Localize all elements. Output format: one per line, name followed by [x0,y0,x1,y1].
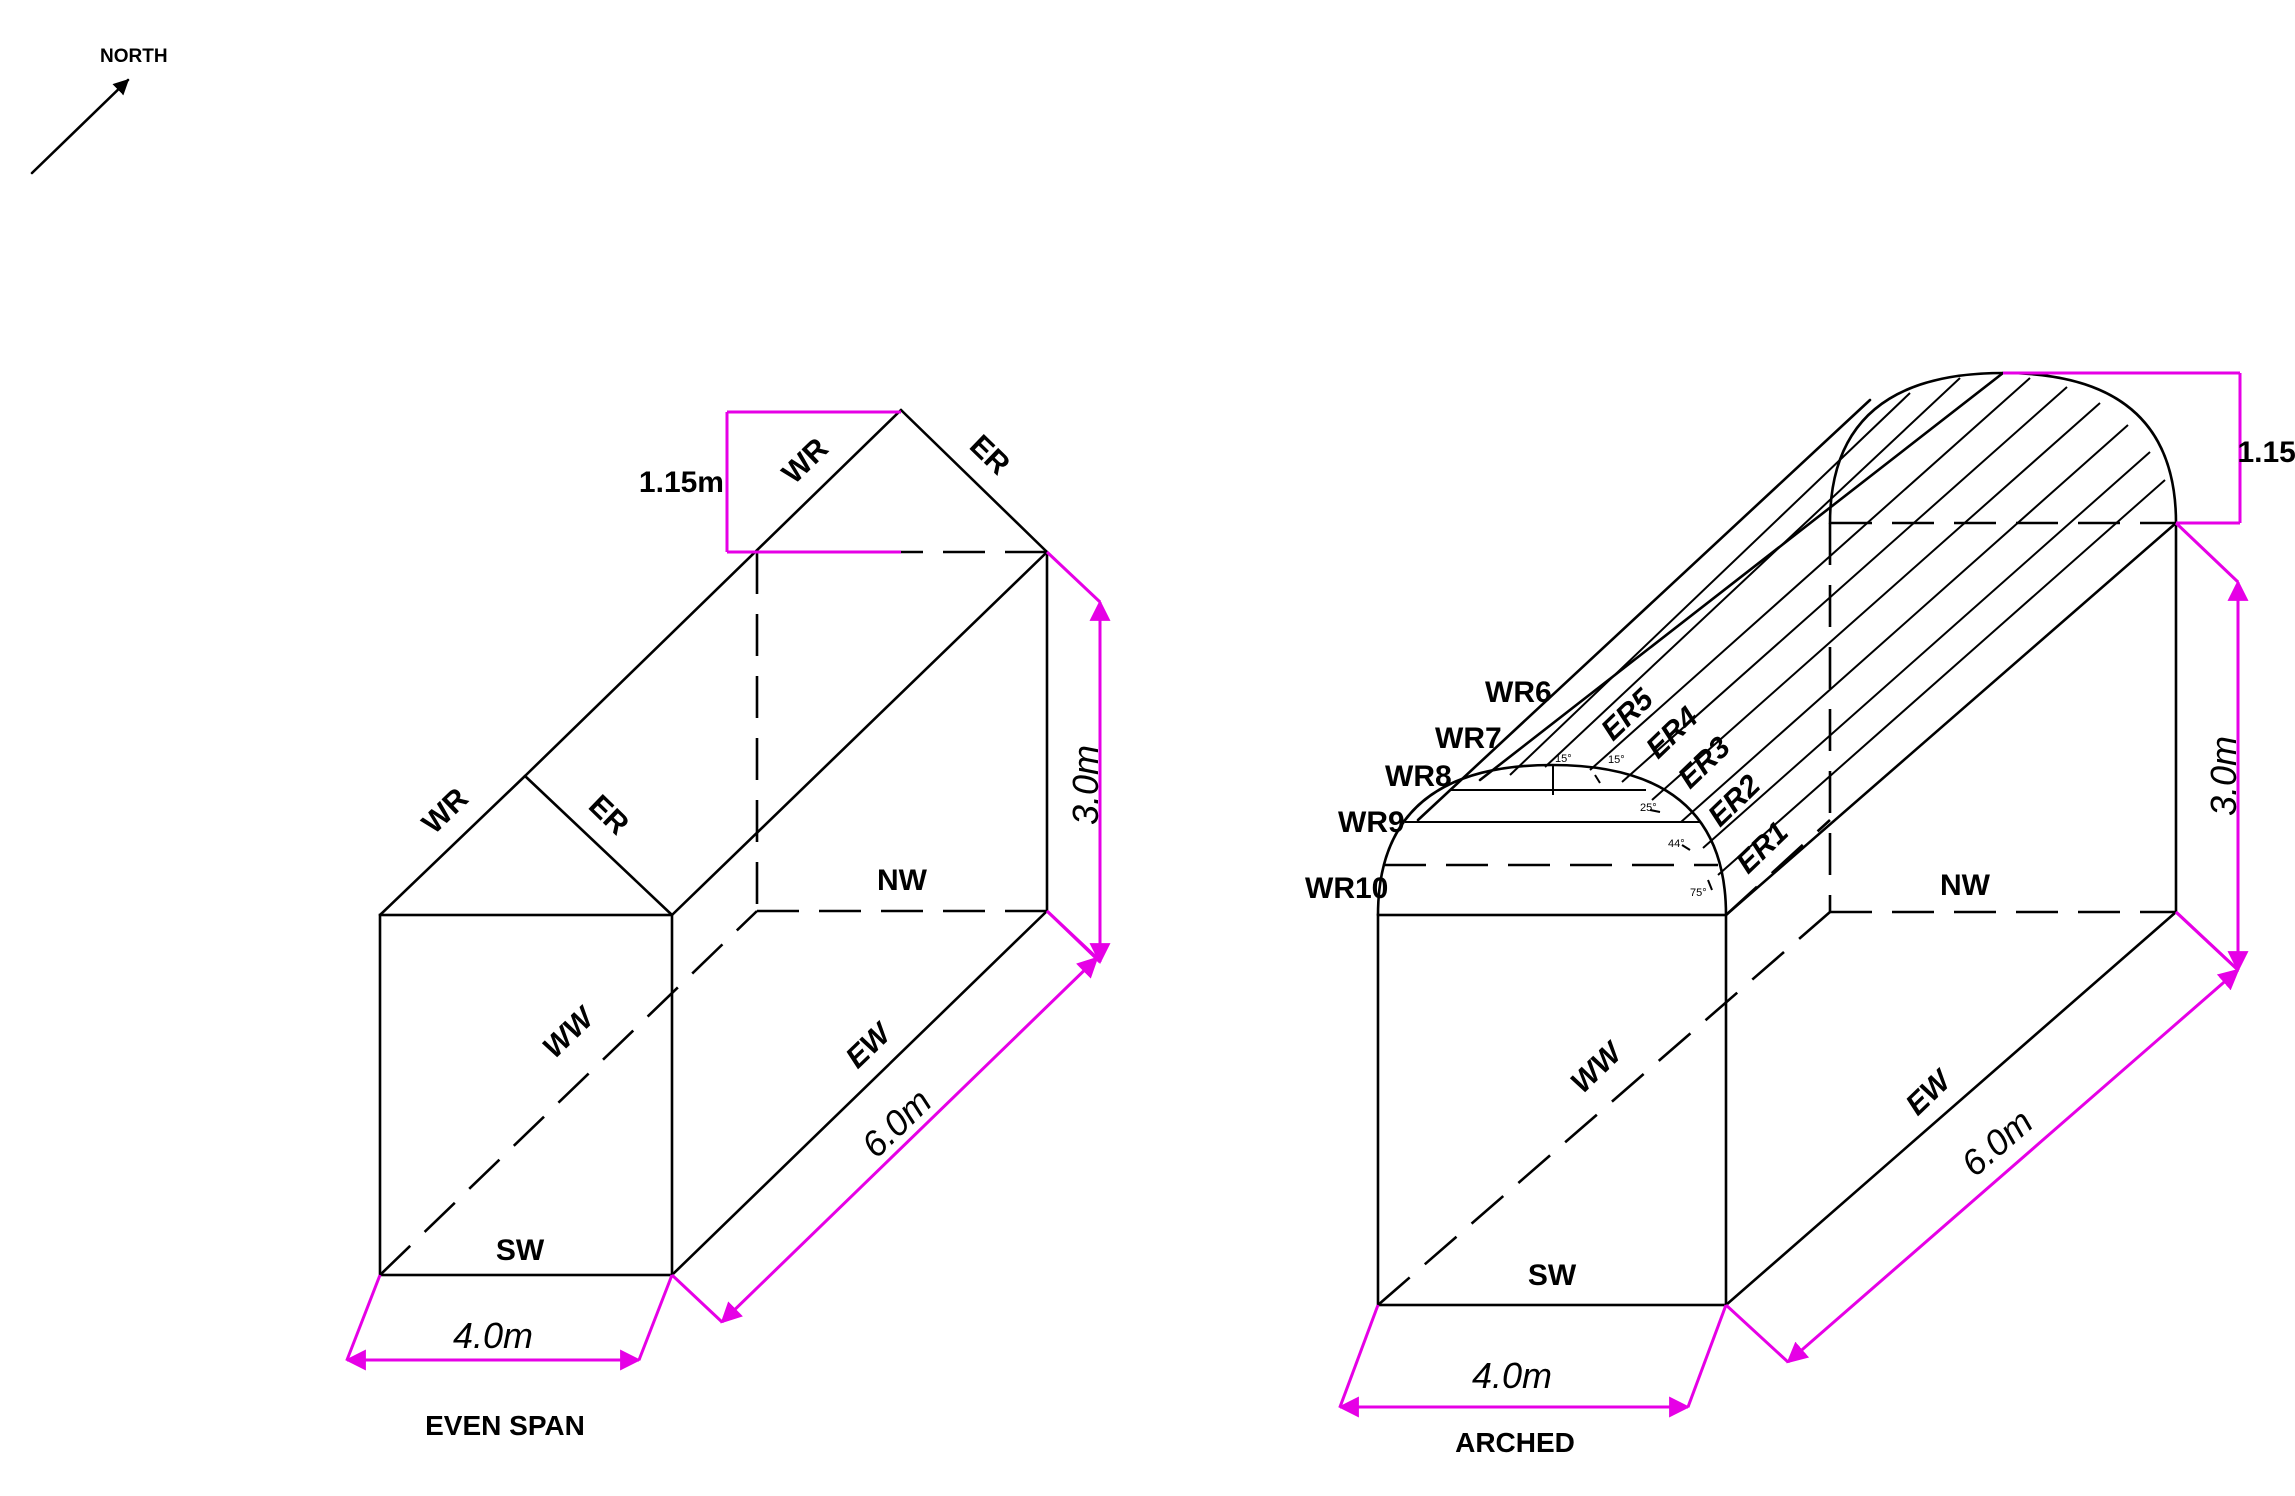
arched-height-dim-label: 3.0m [2203,736,2244,816]
angle-label-4: 44° [1668,838,1685,850]
arched-wr10-label: WR10 [1305,872,1388,905]
even-span-er-front-label: ER [582,789,635,842]
arched-roof-silhouette-west [1416,398,1872,822]
north-arrow: NORTH [30,46,168,175]
even-span-east-base [670,909,1049,1277]
even-span-back-roof-east [899,408,1049,554]
even-span-south-wall [378,913,674,1277]
arched-angle-marks: 15° 15° 25° 44° 75° [1555,753,1713,899]
arched-ew-label: EW [1900,1063,1960,1122]
even-span-length-dimension: 6.0m [670,909,1099,1324]
even-span-sw-label: SW [496,1234,545,1267]
angle-label-1: 15° [1555,753,1572,765]
even-span-front-roof-west [378,774,527,917]
arched-nw-label: NW [1940,869,1991,902]
arched-wr9-label: WR9 [1338,806,1405,839]
arched-hidden-base-west [1377,911,1831,1306]
arched-er1-label: ER1 [1730,816,1795,880]
even-span-width-dimension: 4.0m [344,1274,674,1371]
arched-wr8-label: WR8 [1385,760,1452,793]
even-span-nw-label: NW [877,864,928,897]
even-span-ridge-line [523,408,903,778]
even-span-greenhouse: WR ER WR ER NW WW EW SW 1.15m 3.0m 6.0m [344,408,1111,1441]
arched-length-dimension: 6.0m [1724,910,2240,1364]
even-span-front-roof-east [523,774,674,917]
arched-back-arch [1828,371,2178,525]
even-span-width-dim-label: 4.0m [453,1315,533,1356]
arched-sw-label: SW [1528,1259,1577,1292]
arched-ridge-dim-label: 1.15m [2237,436,2295,469]
arched-hidden-eave-short [1725,819,1831,916]
arched-height-dimension: 3.0m [2174,521,2249,973]
north-label: NORTH [100,46,168,67]
even-span-east-eave [670,550,1049,917]
even-span-ridge-dim-label: 1.15m [639,466,724,499]
angle-label-5: 75° [1690,887,1707,899]
even-span-ew-label: EW [840,1016,900,1075]
angle-label-2: 15° [1608,754,1625,766]
arched-east-base [1724,910,2178,1307]
angle-label-3: 25° [1640,802,1657,814]
arched-width-dimension: 4.0m [1337,1304,1728,1418]
arched-roof-segment-lines [1509,377,2166,876]
even-span-ww-label: WW [537,1000,603,1065]
even-span-er-back-label: ER [963,429,1016,482]
arched-roof-silhouette-top [1478,371,2005,782]
arched-ww-label: WW [1565,1035,1631,1100]
arched-width-dim-label: 4.0m [1472,1355,1552,1396]
north-arrow-icon [30,78,130,175]
arched-title: ARCHED [1455,1427,1575,1458]
even-span-hidden-base-west [379,910,758,1276]
even-span-title: EVEN SPAN [425,1410,585,1441]
arched-greenhouse: 15° 15° 25° 44° 75° WR6 WR7 WR8 WR9 WR10… [1305,371,2295,1458]
arched-ridge-dimension: 1.15m [2003,371,2295,525]
arched-wr7-label: WR7 [1435,722,1502,755]
even-span-ridge-dimension: 1.15m [639,410,901,554]
arched-length-dim-label: 6.0m [1953,1101,2040,1184]
arched-wr6-label: WR6 [1485,676,1552,709]
even-span-height-dimension: 3.0m [1045,550,1111,965]
even-span-height-dim-label: 3.0m [1065,745,1106,825]
arched-south-wall [1376,913,1728,1307]
arched-east-eave [1724,521,2178,917]
